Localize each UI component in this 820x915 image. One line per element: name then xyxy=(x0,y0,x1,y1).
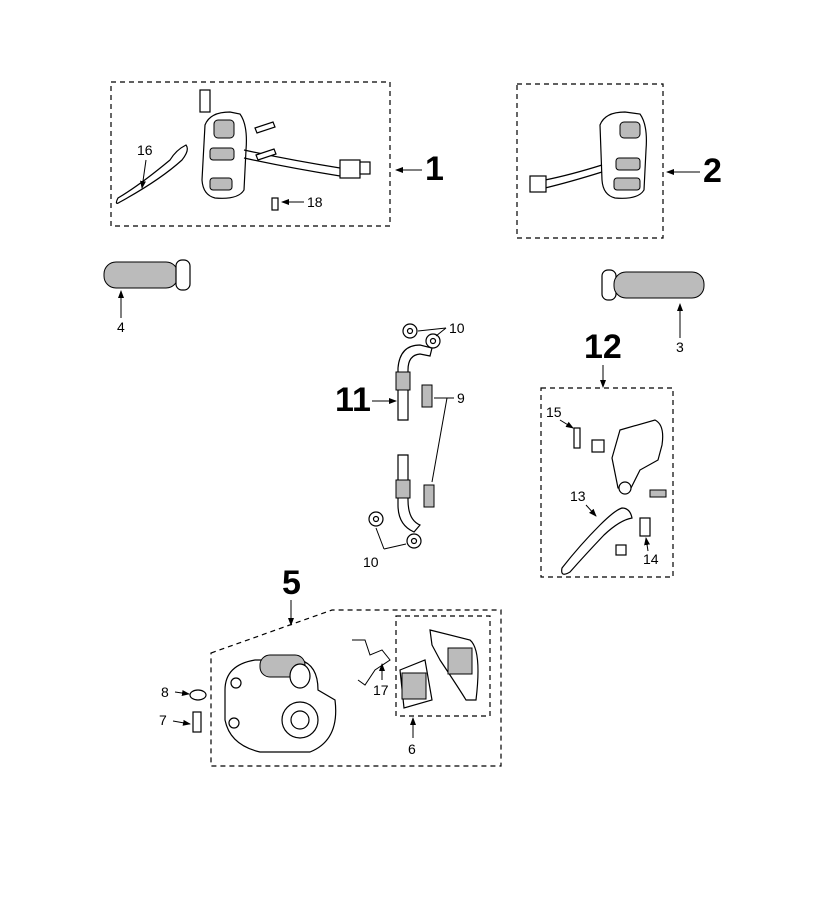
callout-15: 15 xyxy=(546,404,562,420)
callout-17: 17 xyxy=(373,682,389,698)
callout-16: 16 xyxy=(137,142,153,158)
callout-11: 11 xyxy=(335,381,371,419)
brake-lever-16 xyxy=(115,144,188,204)
callout-14: 14 xyxy=(643,551,659,567)
group-1-box xyxy=(110,81,391,227)
callout-4: 4 xyxy=(117,319,125,335)
bolt-7 xyxy=(192,711,202,733)
callout-7: 7 xyxy=(159,712,167,728)
right-grip-3 xyxy=(601,269,705,301)
left-grip-4 xyxy=(103,259,191,291)
callout-10-top: 10 xyxy=(449,320,465,336)
brake-lever-13 xyxy=(561,507,633,575)
callout-3: 3 xyxy=(676,339,684,355)
callout-10-bottom: 10 xyxy=(363,554,379,570)
callout-9: 9 xyxy=(457,390,465,406)
switch-part-18 xyxy=(271,197,279,211)
callout-12: 12 xyxy=(584,328,622,366)
brake-caliper xyxy=(224,654,337,753)
washers-10 xyxy=(368,323,441,549)
brake-hose-11 xyxy=(395,344,433,533)
group-12-box xyxy=(540,387,674,578)
master-cylinder xyxy=(591,419,667,498)
callout-18: 18 xyxy=(307,194,323,210)
group-6-box xyxy=(395,615,491,717)
callout-5: 5 xyxy=(282,564,301,602)
bolt-15 xyxy=(573,427,581,449)
callout-13: 13 xyxy=(570,488,586,504)
brake-pads-6 xyxy=(399,629,479,709)
washer-8 xyxy=(189,689,207,701)
switch-14 xyxy=(615,517,651,556)
group-2-box xyxy=(516,83,664,239)
callout-2: 2 xyxy=(703,152,722,190)
banjo-bolts-9 xyxy=(421,384,435,508)
callout-8: 8 xyxy=(161,684,169,700)
callout-1: 1 xyxy=(425,150,444,188)
left-switch-housing xyxy=(199,89,371,199)
spring-17 xyxy=(352,639,391,686)
callout-6: 6 xyxy=(408,741,416,757)
right-switch-housing xyxy=(529,111,647,199)
